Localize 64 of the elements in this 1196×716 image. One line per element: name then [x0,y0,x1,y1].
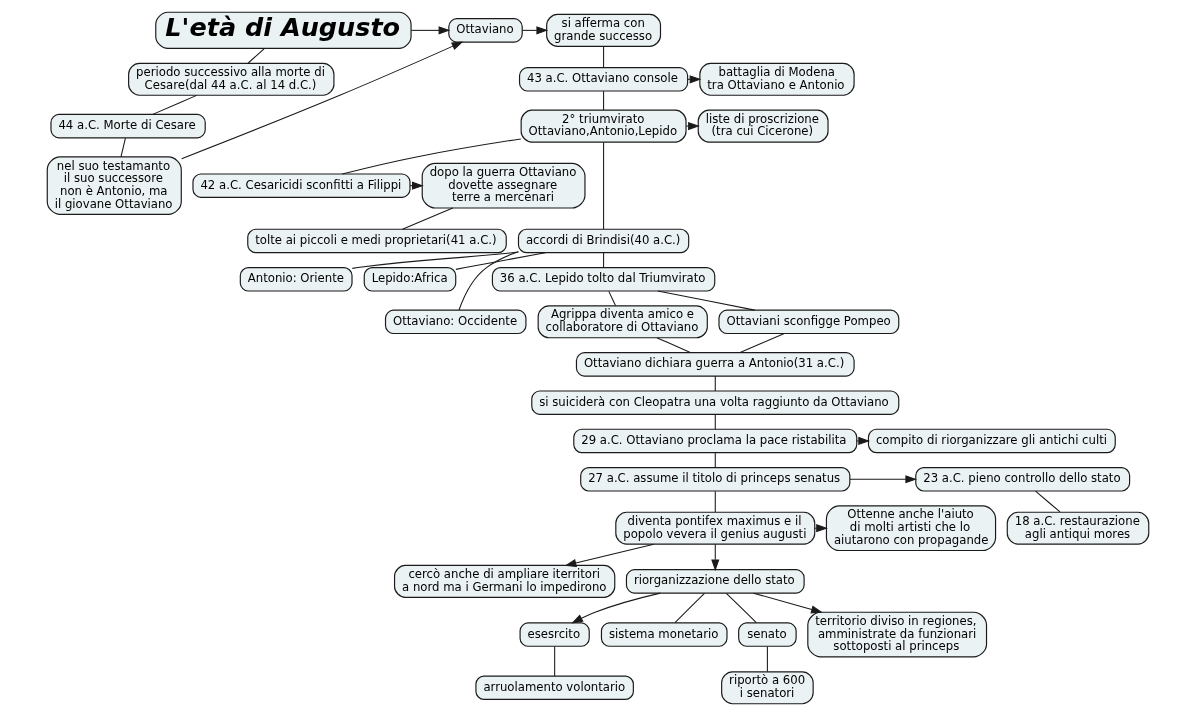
node-box: cercò anche di ampliare iterritori a nord ma i Germani lo impedirono [393,564,616,598]
node-box: 23 a.C. pieno controllo dello stato [915,466,1131,492]
node-box: 18 a.C. restaurazione agli antiqui mores [1006,511,1150,545]
node-box: esesrcito [519,622,590,647]
connector [714,452,716,469]
node-box: 36 a.C. Lepido tolto dal Triumvirato [491,267,716,292]
connector [725,592,757,624]
node-box: sistema monetario [600,622,728,647]
node-box: periodo successivo alla morte di Cesare(dal 44 a.C. al 14 d.C.) [128,62,335,96]
arrow [849,475,918,484]
node-box: liste di proscrizione (tra cui Cicerone) [697,109,829,143]
connector [603,141,605,230]
node-box: tolte ai piccoli e medi proprietari(41 a.C.) [247,228,507,254]
arrow [711,543,720,572]
arrow [685,122,700,131]
arrow [752,592,823,614]
connector [714,413,716,430]
arrow [814,524,828,533]
node-box: arruolamento volontario [475,675,634,701]
connector [766,645,768,672]
arrow [410,26,451,35]
node-box: Ottaviani sconfigge Pompeo [718,309,900,335]
connector [458,251,519,311]
connector [603,252,605,269]
connector [603,46,605,68]
node-box: L'età di Augusto [155,11,412,50]
arrow [409,181,424,190]
node-box: Ottaviano: Occidente [384,309,527,335]
connector [120,137,126,158]
connector [714,375,716,392]
node-box: battaglia di Modena tra Ottaviano e Antonio [699,62,855,96]
connector [247,48,265,64]
arrow [564,543,655,567]
node-box: Ottaviano dichiara guerra a Antonio(31 a.C.) [575,352,855,377]
connector [714,490,716,513]
connector [608,290,617,307]
node-box: si afferma con grande successo [546,13,662,47]
node-box: accordi di Brindisi(40 a.C.) [517,228,690,254]
arrow [181,41,464,160]
node-box: Ottenne anche l'aiuto di molti artisti che lo aiutarono con propagande [825,505,997,552]
connector [1035,490,1061,513]
node-box: Lepido:Africa [363,267,457,292]
arrow [571,592,661,624]
node-box: senato [738,622,797,647]
arrow [521,26,549,35]
node-box: 27 a.C. assume il titolo di princeps senatus [580,466,851,492]
node-box: 44 a.C. Morte di Cesare [50,113,206,139]
node-box: Agrippa diventa amico e collaboratore di Ottaviano [537,305,708,339]
node-box: Ottaviano [448,18,523,43]
node-box: riportò a 600 i senatori [721,671,814,705]
arrow [687,75,702,84]
node-box: nel suo testamanto il suo successore non è Antonio, ma il giovane Ottaviano [46,156,182,215]
node-box: riorganizzazione dello stato [625,569,805,594]
node-box: dopo la guerra Ottaviano dovette assegnare terre a mercenari [421,162,586,209]
connector [656,337,692,354]
node-box: si suiciderà con Cleopatra una volta raggiunto da Ottaviano [531,390,900,415]
connector [603,90,605,111]
connector [341,138,522,175]
connector [674,592,705,624]
connector [554,645,556,677]
node-box: compito di riorganizzare gli antichi culti [867,428,1116,454]
arrow [856,436,870,446]
node-box: territorio diviso in regiones, amministrate da funzionari sottoposti al princeps [807,611,988,658]
node-box: Antonio: Oriente [239,267,353,292]
